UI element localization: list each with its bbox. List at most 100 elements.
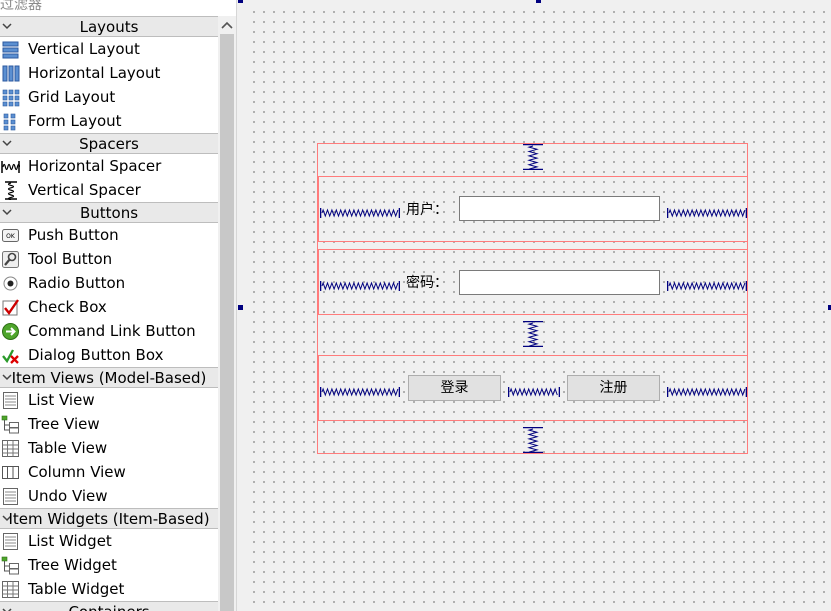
- widget-item-label: Command Link Button: [28, 322, 196, 340]
- widget-item-label: Tree Widget: [28, 556, 117, 574]
- widget-item[interactable]: Command Link Button: [0, 319, 218, 343]
- grid-layout-icon: [2, 89, 20, 107]
- chevron-down-icon[interactable]: [1, 20, 13, 32]
- spring-icon: [523, 143, 543, 171]
- widget-item[interactable]: Undo View: [0, 484, 218, 508]
- selection-handle-top-left[interactable]: [238, 0, 243, 3]
- widget-item-label: Table View: [28, 439, 108, 457]
- category-header[interactable]: Containers: [0, 601, 218, 611]
- category-header[interactable]: Buttons: [0, 202, 218, 223]
- widget-item[interactable]: Check Box: [0, 295, 218, 319]
- category-title: Containers: [0, 603, 218, 611]
- widget-item[interactable]: Vertical Layout: [0, 37, 218, 61]
- horizontal-spacer-left[interactable]: [319, 276, 401, 291]
- form-canvas[interactable]: 用户： 密码： 登录 注册: [238, 0, 831, 611]
- login-button[interactable]: 登录: [408, 375, 501, 401]
- horizontal-spacer-right[interactable]: [666, 276, 748, 291]
- chevron-down-icon[interactable]: [1, 605, 13, 611]
- vertical-spacer-middle[interactable]: [521, 320, 545, 348]
- horizontal-spacer-right[interactable]: [666, 203, 748, 218]
- widget-item[interactable]: Horizontal Spacer: [0, 154, 218, 178]
- widget-item-label: Undo View: [28, 487, 108, 505]
- tree-widget-icon: [1, 556, 19, 575]
- widget-item-label: Check Box: [28, 298, 107, 316]
- list-widget-icon: [3, 533, 18, 550]
- category-header[interactable]: Item Widgets (Item-Based): [0, 508, 218, 529]
- chevron-down-icon[interactable]: [1, 512, 13, 524]
- widget-item-label: Tree View: [28, 415, 100, 433]
- radio-button-icon: [3, 276, 18, 291]
- horizontal-spacer-icon: [1, 161, 20, 173]
- username-input[interactable]: [459, 196, 660, 221]
- horizontal-spacer-left[interactable]: [319, 203, 401, 218]
- category-header[interactable]: Layouts: [0, 16, 218, 37]
- widget-item[interactable]: List Widget: [0, 529, 218, 553]
- outer-vertical-layout[interactable]: 用户： 密码： 登录 注册: [317, 143, 748, 454]
- widget-item[interactable]: Dialog Button Box: [0, 343, 218, 367]
- selection-handle-left[interactable]: [238, 305, 243, 310]
- horizontal-spacer-right[interactable]: [666, 382, 748, 397]
- category-header[interactable]: Item Views (Model-Based): [0, 367, 218, 388]
- filter-input[interactable]: 过滤器: [0, 0, 42, 13]
- horizontal-spacer-left[interactable]: [319, 382, 401, 397]
- table-view-icon: [2, 440, 19, 457]
- username-row-layout[interactable]: 用户：: [318, 176, 748, 242]
- undo-view-icon: [3, 488, 18, 505]
- widget-item[interactable]: Tree View: [0, 412, 218, 436]
- svg-text:OK: OK: [6, 233, 16, 240]
- horizontal-layout-icon: [2, 65, 20, 82]
- widget-item[interactable]: Tree Widget: [0, 553, 218, 577]
- widget-item[interactable]: Table View: [0, 436, 218, 460]
- spring-icon: [507, 387, 561, 397]
- spring-icon: [666, 281, 748, 291]
- button-row-layout[interactable]: 登录 注册: [318, 355, 748, 421]
- widget-item[interactable]: Vertical Spacer: [0, 178, 218, 202]
- vertical-spacer-bottom[interactable]: [521, 426, 545, 454]
- selection-handle-top[interactable]: [536, 0, 541, 3]
- spring-icon: [319, 281, 401, 291]
- spring-icon: [523, 426, 543, 454]
- vertical-layout-icon: [2, 41, 19, 59]
- selection-handle-right[interactable]: [828, 305, 831, 310]
- tool-button-icon: [2, 251, 19, 268]
- spring-icon: [666, 387, 748, 397]
- widget-item[interactable]: Table Widget: [0, 577, 218, 601]
- check-box-icon: [2, 299, 19, 316]
- password-row-layout[interactable]: 密码：: [318, 249, 748, 315]
- widget-item[interactable]: Tool Button: [0, 247, 218, 271]
- widget-box-scrollbar[interactable]: [218, 16, 236, 611]
- chevron-down-icon[interactable]: [1, 206, 13, 218]
- chevron-down-icon[interactable]: [1, 371, 13, 383]
- register-button[interactable]: 注册: [567, 375, 660, 401]
- vertical-spacer-icon: [5, 181, 17, 200]
- widget-item[interactable]: Grid Layout: [0, 85, 218, 109]
- table-widget-icon: [2, 581, 19, 598]
- widget-item-label: Tool Button: [28, 250, 113, 268]
- form-layout-icon: [3, 113, 16, 131]
- widget-item[interactable]: List View: [0, 388, 218, 412]
- widget-item-label: Vertical Layout: [28, 40, 140, 58]
- password-input[interactable]: [459, 270, 660, 295]
- category-header[interactable]: Spacers: [0, 133, 218, 154]
- scrollbar-thumb[interactable]: [220, 34, 234, 611]
- spring-icon: [523, 320, 543, 348]
- category-title: Item Widgets (Item-Based): [8, 510, 210, 528]
- widget-item-label: Dialog Button Box: [28, 346, 164, 364]
- spring-icon: [666, 208, 748, 218]
- widget-item-label: Grid Layout: [28, 88, 116, 106]
- chevron-down-icon[interactable]: [1, 137, 13, 149]
- scroll-up-arrow-icon[interactable]: [221, 20, 233, 30]
- widget-item-label: List View: [28, 391, 95, 409]
- widget-item-label: Vertical Spacer: [28, 181, 141, 199]
- widget-item[interactable]: Form Layout: [0, 109, 218, 133]
- widget-item-label: Table Widget: [28, 580, 125, 598]
- widget-item[interactable]: Radio Button: [0, 271, 218, 295]
- widget-item[interactable]: Horizontal Layout: [0, 61, 218, 85]
- dialog-button-box-icon: [2, 349, 19, 364]
- vertical-spacer-top[interactable]: [521, 143, 545, 171]
- widget-item[interactable]: Column View: [0, 460, 218, 484]
- password-label: 密码：: [406, 275, 448, 291]
- horizontal-spacer-between[interactable]: [507, 382, 561, 397]
- widget-item-label: Radio Button: [28, 274, 126, 292]
